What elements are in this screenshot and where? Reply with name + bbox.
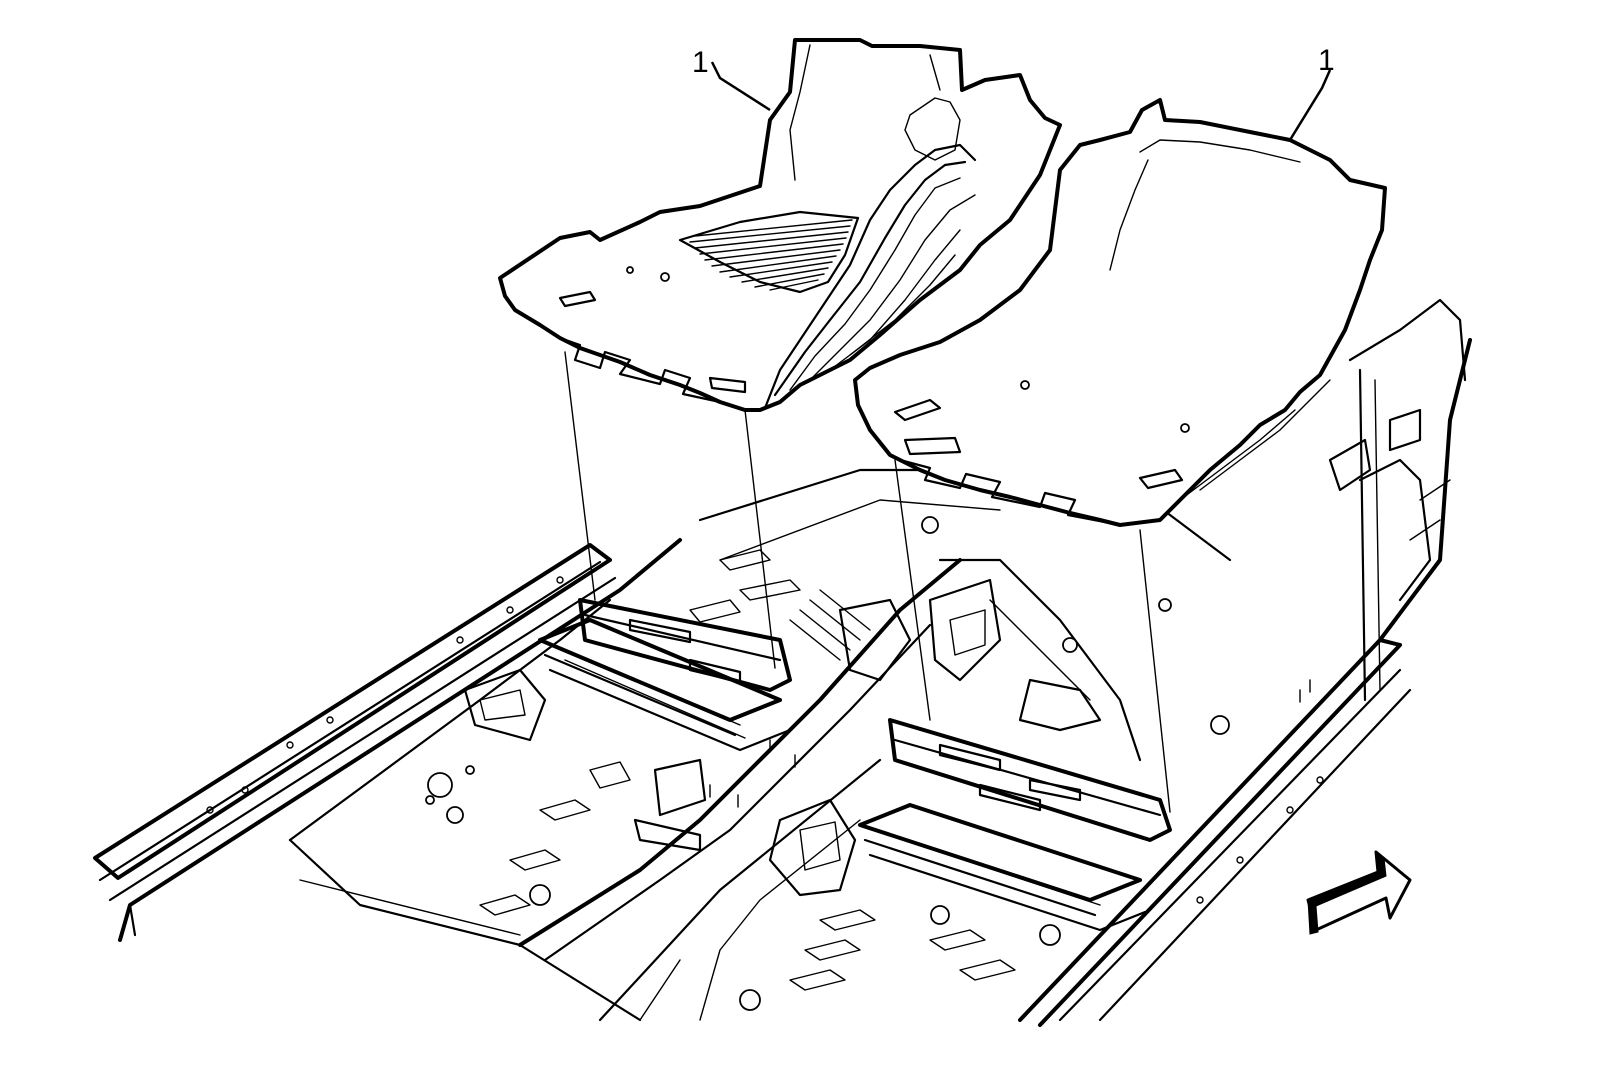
callout-label-left: 1 <box>692 46 709 79</box>
callout-left: 1 <box>692 46 771 112</box>
forward-direction-arrow-icon <box>1306 850 1412 935</box>
callout-leader-right <box>1288 69 1332 141</box>
callout-right: 1 <box>1288 44 1335 141</box>
installation-guide-lines <box>564 351 1171 813</box>
callout-leader-left <box>710 61 771 112</box>
floor-pan <box>93 298 1472 1027</box>
callout-label-right: 1 <box>1318 44 1335 77</box>
floor-mat-left <box>498 38 1062 412</box>
floor-mat-right <box>853 98 1387 527</box>
